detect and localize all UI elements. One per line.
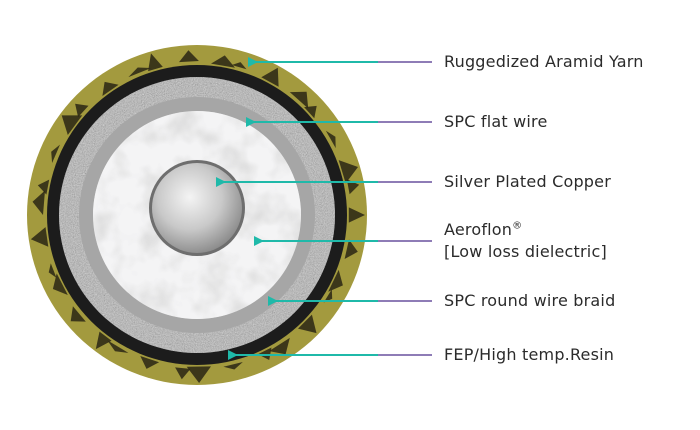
label-spc-flat-wire: SPC flat wire (444, 112, 548, 131)
yarn-fibre (186, 366, 211, 383)
yarn-fibre (211, 55, 235, 68)
yarn-fibre (338, 160, 358, 184)
label-aeroflon: Aeroflon® (444, 220, 522, 240)
yarn-fibre (325, 130, 336, 149)
yarn-fibre (179, 50, 199, 63)
label-silver-plated-copper: Silver Plated Copper (444, 172, 611, 191)
yarn-fibre (75, 103, 89, 118)
yarn-fibre (37, 179, 50, 195)
yarn-fibre (52, 273, 68, 295)
yarn-fibre (269, 337, 290, 355)
label-fep-resin: FEP/High temp.Resin (444, 345, 615, 364)
label-aramid-yarn: Ruggedized Aramid Yarn (444, 52, 644, 71)
label-aeroflon-sub: [Low loss dielectric] (444, 242, 607, 261)
yarn-fibre (328, 269, 343, 292)
yarn-fibre (344, 239, 358, 259)
yarn-fibre (261, 67, 279, 87)
yarn-fibre (304, 105, 317, 119)
yarn-fibre (140, 356, 160, 369)
yarn-fibre (102, 81, 119, 96)
aramid-yarn-texture (30, 50, 365, 383)
yarn-fibre (70, 306, 86, 322)
yarn-fibre (323, 289, 333, 303)
yarn-fibre (95, 331, 112, 350)
yarn-fibre (231, 62, 247, 70)
yarn-fibre (175, 367, 191, 380)
yarn-fibre (348, 207, 365, 223)
yarn-fibre (128, 67, 152, 78)
yarn-fibre (148, 53, 163, 72)
yarn-fibre (51, 144, 60, 163)
label-aeroflon-name: Aeroflon (444, 220, 513, 239)
yarn-fibre (298, 314, 317, 334)
yarn-fibre (32, 190, 45, 215)
label-spc-round-braid: SPC round wire braid (444, 291, 616, 310)
yarn-fibre (48, 263, 57, 278)
yarn-fibre (289, 91, 309, 109)
yarn-fibre (61, 115, 83, 135)
yarn-fibre (223, 362, 243, 370)
registered-mark: ® (512, 220, 523, 232)
yarn-fibre (30, 227, 49, 247)
yarn-fibre (257, 347, 272, 360)
yarn-fibre (107, 340, 129, 353)
